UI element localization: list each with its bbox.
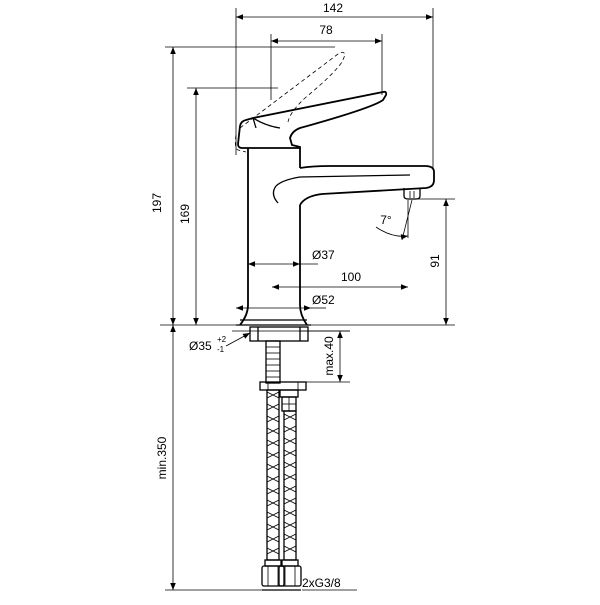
dim-label-100: 100 (341, 270, 361, 284)
dim-label-169: 169 (178, 204, 192, 224)
dim-label-d35: Ø35 (189, 339, 212, 353)
dim-label-d37: Ø37 (312, 248, 335, 262)
faucet-outline (234, 51, 435, 326)
dim-label-d35-tol-plus: +2 (217, 335, 227, 344)
dim-hole-diameter: Ø35 +2 -1 (189, 332, 251, 354)
dim-label-d52: Ø52 (312, 293, 335, 307)
dim-label-7deg: 7° (380, 213, 392, 227)
dim-spout-reach: 100 (272, 270, 408, 290)
dim-base-diameter: Ø52 (236, 293, 335, 311)
dim-label-max40: max.40 (322, 336, 336, 376)
dim-label-197: 197 (150, 193, 164, 213)
dim-hose-thread: 2xG3/8 (302, 576, 357, 591)
dim-lever-width: 78 (270, 23, 383, 100)
dim-overall-width: 142 (235, 1, 434, 170)
dim-tilt-angle: 7° (375, 199, 413, 241)
dim-label-thread: 2xG3/8 (302, 576, 341, 590)
dim-body-diameter: Ø37 (248, 248, 335, 267)
dim-label-d35-tol-minus: -1 (217, 345, 225, 354)
dim-label-91: 91 (428, 254, 442, 268)
dim-max-thickness: max.40 (300, 330, 350, 383)
hose-right (283, 410, 297, 561)
dim-label-142: 142 (323, 1, 343, 15)
hose-left (266, 389, 280, 561)
dim-spout-height: 91 (410, 198, 455, 325)
dim-label-78: 78 (319, 23, 333, 37)
dim-hose-length: min.350 (155, 325, 262, 591)
dim-body-height: 169 (178, 87, 278, 325)
hose-end-fittings (261, 559, 302, 591)
dim-overall-height: 197 (150, 46, 335, 325)
dim-label-min350: min.350 (155, 436, 169, 479)
